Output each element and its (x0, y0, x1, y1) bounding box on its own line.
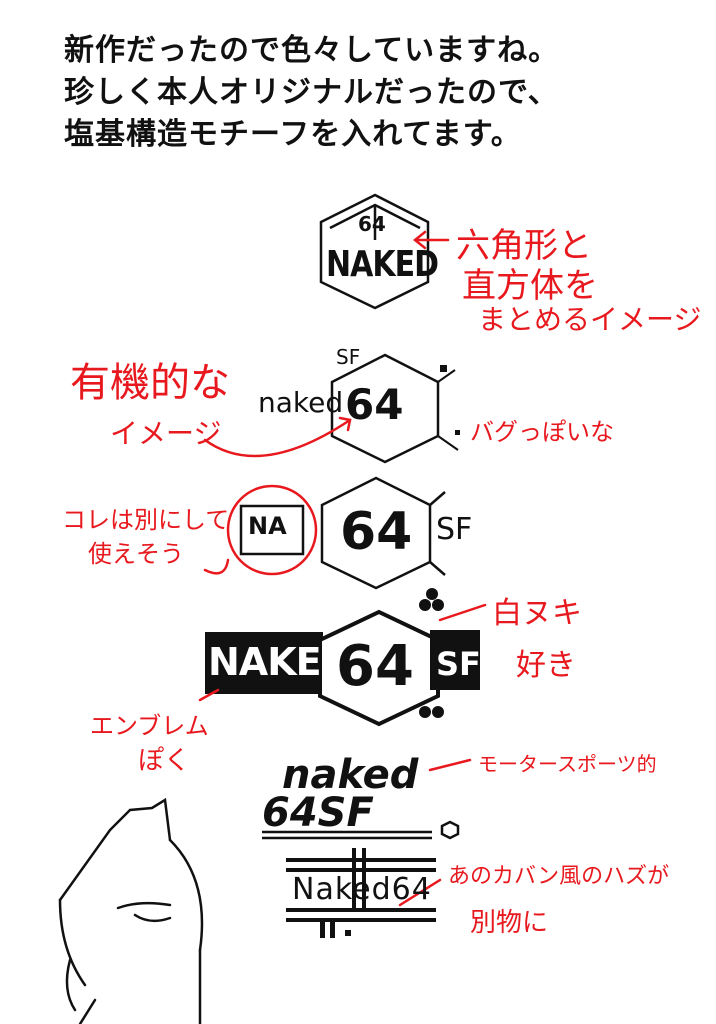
logo1-top-text: 64 (358, 212, 386, 236)
annotation-white-1: 白ヌキ (492, 596, 582, 631)
logo4-word: NAKED (208, 640, 352, 684)
logo5-line1: naked (282, 752, 419, 798)
logo-hexagon-cube (319, 193, 430, 310)
annotation-hexagon-cube-2: 直方体を (462, 266, 598, 306)
logo3-sf: SF (436, 512, 473, 547)
logo-organic-hexagon (330, 353, 460, 464)
annotation-organic-1: 有機的な (70, 360, 230, 406)
annotation-emblem-1: エンブレム (90, 712, 209, 740)
annotation-usable-1: コレは別にして (62, 506, 230, 534)
logo2-number: 64 (345, 380, 404, 429)
character-sketch (58, 797, 204, 1024)
logo3-small: NA (248, 512, 287, 540)
logo4-number: 64 (336, 634, 414, 699)
logo-motorsport (262, 820, 460, 840)
logo2-word: naked (258, 386, 344, 419)
header-line-3: 塩基構造モチーフを入れてます。 (64, 117, 522, 152)
header-line-2: 珍しく本人オリジナルだったので、 (64, 75, 559, 110)
annotation-bag-1: あのカバン風のハズが (448, 864, 670, 889)
logo1-text: NAKED (326, 243, 439, 286)
header-text: 新作だったので色々していますね。 珍しく本人オリジナルだったので、 塩基構造モチ… (64, 30, 684, 156)
logo4-sf: SF (436, 645, 481, 683)
annotation-bag-2: 別物に (470, 908, 549, 938)
annotation-usable-2: 使えそう (88, 540, 184, 568)
logo-box-hexagon (239, 476, 446, 590)
logo5-line2: 64SF (262, 790, 374, 836)
logo-emblem (205, 588, 480, 727)
annotation-white-2: 好き (516, 648, 576, 683)
annotation-hexagon-cube-1: 六角形と (456, 226, 592, 266)
annotation-hexagon-cube-3: まとめるイメージ (478, 303, 702, 336)
logo-barcode (286, 848, 436, 938)
annotation-organic-2: イメージ (110, 417, 222, 450)
logo2-sf: SF (336, 345, 361, 369)
header-line-1: 新作だったので色々していますね。 (64, 33, 560, 68)
logo3-number: 64 (340, 502, 413, 562)
annotation-emblem-2: ぽく (138, 746, 191, 776)
annotation-motorsport: モータースポーツ的 (478, 752, 657, 776)
annotation-arrows (198, 230, 487, 907)
annotation-buggy: バグっぽいな (470, 418, 614, 446)
logo6-text: Naked64 (292, 872, 432, 907)
